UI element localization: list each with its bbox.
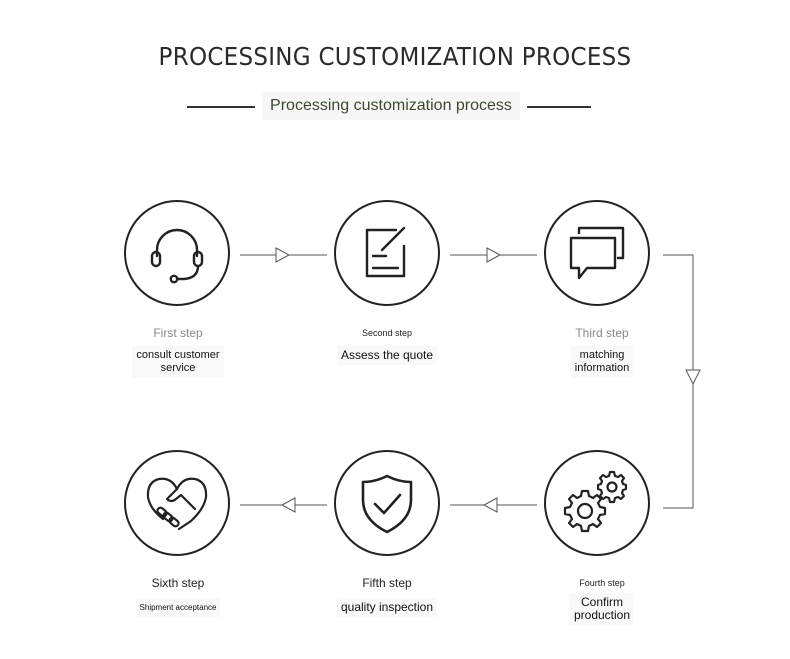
- heart-handshake-icon: [146, 477, 208, 531]
- step-4-desc-line2: production: [573, 608, 631, 622]
- step-3-desc-line2: information: [574, 362, 630, 374]
- step-2-label: Second step Assess the quote: [327, 328, 447, 365]
- step-2-desc-line1: Assess the quote: [340, 348, 434, 362]
- step-2-circle: [334, 200, 440, 306]
- step-4-desc: Confirm production: [569, 593, 635, 625]
- step-5-title: Fifth step: [362, 576, 412, 590]
- step-2-title: Second step: [361, 328, 413, 338]
- subtitle-divider-right: [527, 106, 591, 108]
- step-5-label: Fifth step quality inspection: [327, 576, 447, 617]
- step-3-title: Third step: [575, 326, 629, 340]
- step-1-label: First step consult customer service: [118, 326, 238, 378]
- step-4-desc-line1: Confirm: [580, 595, 623, 609]
- step-1-desc-line1: consult customer: [136, 349, 220, 361]
- subtitle-bar: Processing customization process: [0, 92, 790, 122]
- subtitle-divider-left: [187, 106, 255, 108]
- headset-icon: [150, 228, 204, 284]
- step-4-label: Fourth step Confirm production: [542, 578, 662, 625]
- step-5-circle: [334, 450, 440, 556]
- gears-icon: [563, 470, 628, 533]
- step-2-desc: Assess the quote: [336, 346, 438, 365]
- step-3-circle: [544, 200, 650, 306]
- arrow-right-icon: [486, 247, 502, 263]
- connector-3-4: [663, 254, 694, 509]
- step-6-label: Sixth step Shipment acceptance: [118, 576, 238, 617]
- step-6-desc: Shipment acceptance: [135, 598, 221, 617]
- chat-bubbles-icon: [569, 226, 625, 280]
- subtitle: Processing customization process: [262, 92, 520, 120]
- step-1-desc-line2: service: [160, 362, 196, 374]
- edit-document-icon: [365, 226, 406, 278]
- step-1-title: First step: [153, 326, 203, 340]
- step-1-desc: consult customer service: [132, 346, 224, 378]
- step-6-title: Sixth step: [151, 576, 205, 590]
- page-title: PROCESSING CUSTOMIZATION PROCESS: [158, 42, 632, 71]
- arrow-left-icon: [482, 497, 498, 513]
- step-4-title: Fourth step: [579, 578, 625, 588]
- shield-check-icon: [361, 474, 413, 534]
- step-1-circle: [124, 200, 230, 306]
- step-3-desc-line1: matching: [579, 349, 625, 361]
- step-5-desc-line1: quality inspection: [340, 600, 434, 614]
- step-4-circle: [544, 450, 650, 556]
- step-5-desc: quality inspection: [336, 598, 438, 617]
- step-3-label: Third step matching information: [542, 326, 662, 378]
- arrow-down-icon: [685, 369, 701, 386]
- step-6-circle: [124, 450, 230, 556]
- arrow-left-icon: [280, 497, 296, 513]
- step-3-desc: matching information: [570, 346, 634, 378]
- arrow-right-icon: [275, 247, 291, 263]
- step-6-desc-line1: Shipment acceptance: [139, 603, 217, 612]
